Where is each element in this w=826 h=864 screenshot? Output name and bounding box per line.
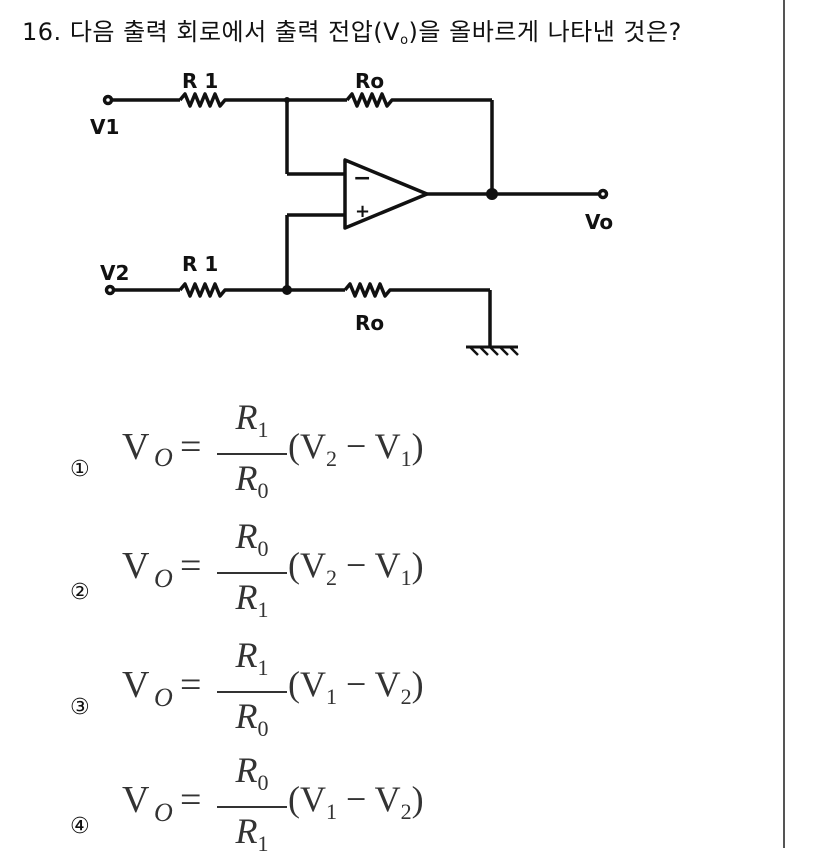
formula-fraction: R0 R1 [217, 516, 287, 630]
formula-lhs-sub: O [154, 798, 173, 827]
label-minus: − [353, 166, 371, 191]
label-v2: V2 [100, 261, 129, 285]
v2-terminal [104, 284, 116, 296]
v1-terminal [102, 94, 114, 106]
formula-lhs-sub: O [154, 683, 173, 712]
opamp-circuit-diagram: V1 R 1 Ro − + Vo V2 R 1 Ro [90, 69, 613, 356]
formula-difference: (V1 − V2) [288, 664, 424, 710]
question-title: 16. 다음 출력 회로에서 출력 전압(Vo)을 올바르게 나타낸 것은? [22, 12, 682, 48]
option-number: ④ [70, 814, 90, 839]
resistor-r1-bottom [178, 282, 287, 298]
label-v1: V1 [90, 115, 119, 139]
formula-lhs-sub: O [154, 564, 173, 593]
opamp-symbol [343, 158, 429, 230]
formula-difference: (V2 − V1) [288, 426, 424, 472]
label-vo: Vo [585, 210, 613, 234]
formula-equals: = [180, 426, 202, 468]
label-r0-bottom: Ro [355, 311, 384, 335]
question-number: 16. [22, 18, 62, 46]
formula-equals: = [180, 545, 202, 587]
question-text-after: )을 올바르게 나타낸 것은? [408, 18, 682, 46]
formula-lhs: V [122, 426, 150, 468]
resistor-r0-top [345, 92, 405, 108]
label-r1-bottom: R 1 [182, 252, 218, 276]
formula-lhs: V [122, 664, 150, 706]
option-number: ③ [70, 695, 90, 720]
option-4[interactable]: ④ V O = R0 R1 (V1 − V2) [70, 750, 490, 856]
resistor-r1-top [178, 92, 237, 108]
option-1[interactable]: ① V O = R1 R0 (V2 − V1) [70, 395, 490, 503]
formula-fraction: R1 R0 [217, 635, 287, 749]
formula-lhs: V [122, 545, 150, 587]
formula-fraction: R1 R0 [217, 397, 287, 511]
option-2[interactable]: ② V O = R0 R1 (V2 − V1) [70, 516, 490, 622]
label-r1-top: R 1 [182, 69, 218, 93]
question-text-before: 다음 출력 회로에서 출력 전압(V [69, 18, 401, 46]
option-number: ① [70, 457, 90, 482]
formula-lhs-sub: O [154, 443, 173, 472]
junction-dot [284, 97, 290, 103]
formula-equals: = [180, 664, 202, 706]
formula-difference: (V1 − V2) [288, 779, 424, 825]
junction-dot [282, 285, 292, 295]
option-number: ② [70, 580, 90, 605]
formula-difference: (V2 − V1) [288, 545, 424, 591]
junction-dot [486, 188, 498, 200]
vo-terminal [597, 188, 609, 200]
label-r0-top: Ro [355, 69, 384, 93]
page-border-line [783, 0, 785, 848]
question-subscript: o [400, 33, 409, 48]
ground-icon [466, 345, 519, 356]
formula-fraction: R0 R1 [217, 750, 287, 864]
formula-lhs: V [122, 779, 150, 821]
label-plus: + [355, 201, 370, 222]
formula-equals: = [180, 779, 202, 821]
resistor-r0-bottom [343, 282, 490, 298]
option-3[interactable]: ③ V O = R1 R0 (V1 − V2) [70, 633, 490, 741]
